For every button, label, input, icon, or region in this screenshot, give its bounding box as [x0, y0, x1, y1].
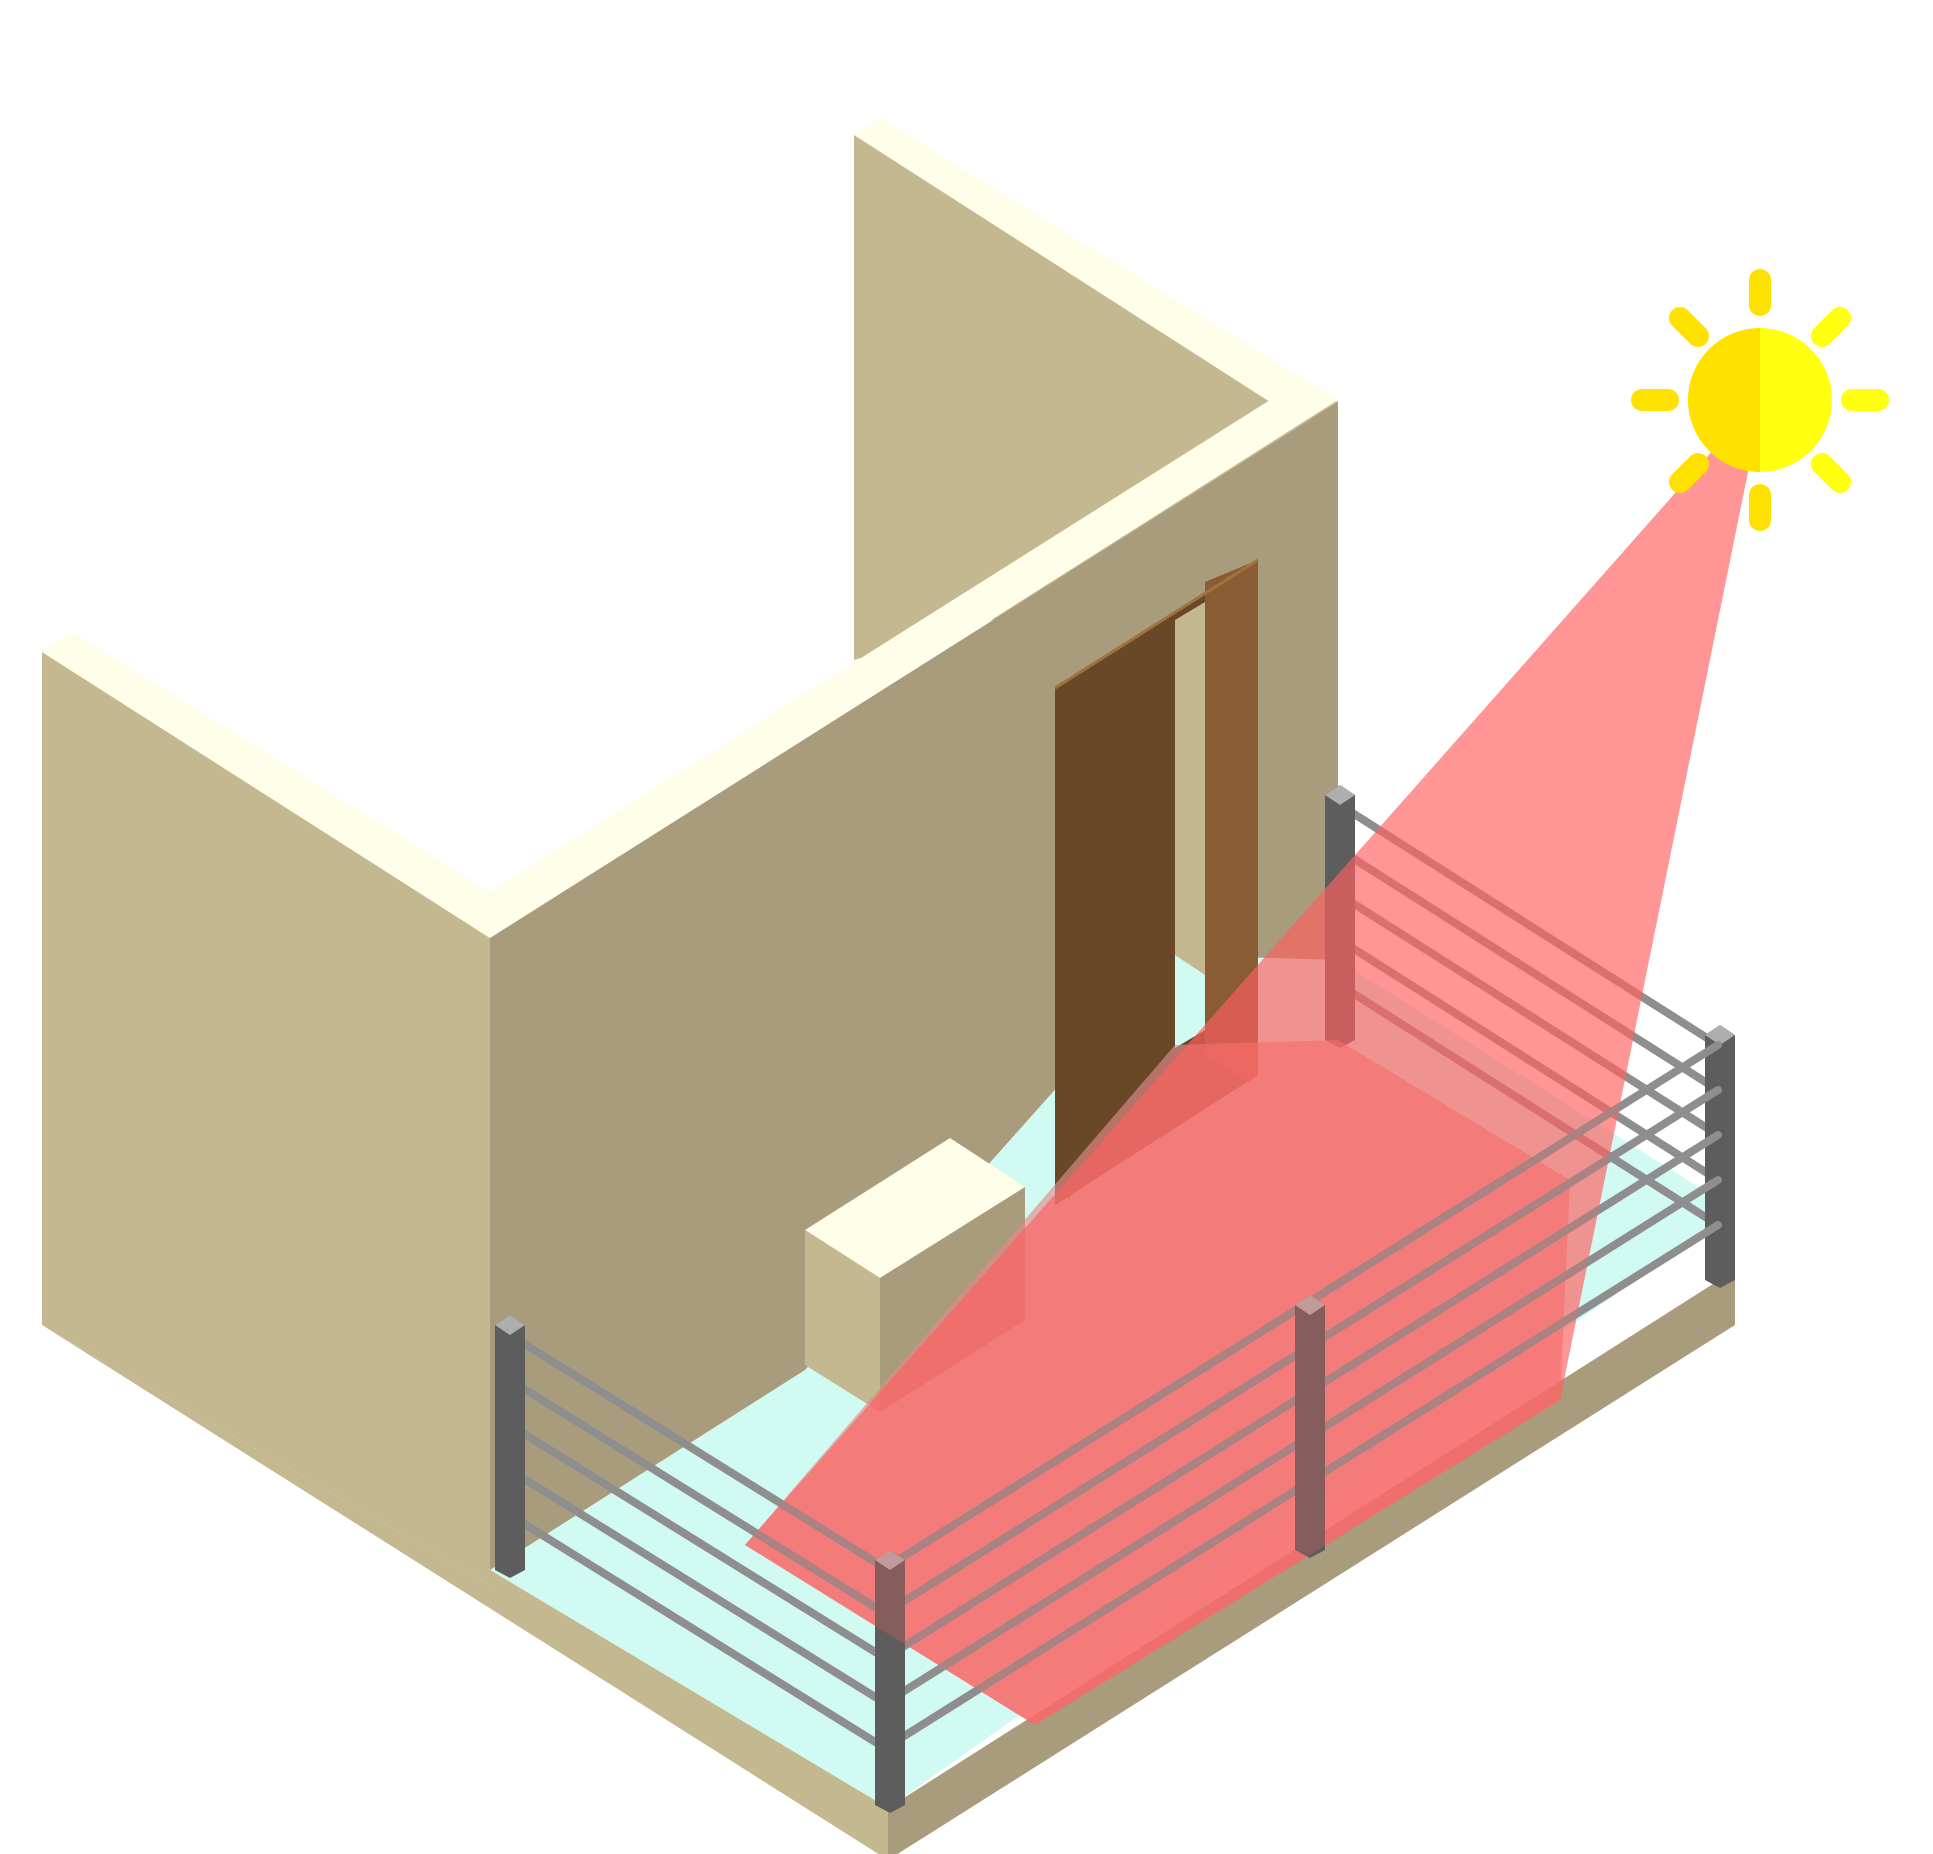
slab-side-left	[42, 1325, 888, 1854]
light-cone-overlay	[745, 448, 1750, 1725]
railing-post	[875, 1550, 905, 1813]
railing-left-rails	[506, 1331, 892, 1754]
railing-post-cap	[495, 1315, 525, 1335]
sun-rays	[1631, 269, 1889, 531]
rail	[506, 1421, 892, 1664]
sunlight-beam	[745, 448, 1750, 1725]
door-opening-floor	[1175, 955, 1205, 1048]
left-wall-face	[42, 652, 490, 1585]
sun-icon	[1631, 269, 1889, 531]
railing-post-cap	[1325, 785, 1355, 805]
sun-disc-left	[1688, 328, 1760, 472]
railing-post-cap	[875, 1550, 905, 1570]
door-leaf	[1205, 560, 1258, 1082]
rail	[506, 1331, 892, 1574]
box-left-face	[805, 1230, 880, 1412]
rail	[506, 1511, 892, 1754]
left-wall-top	[42, 632, 490, 938]
box-top	[805, 1138, 1025, 1278]
middle-wall-top	[490, 400, 1338, 938]
door-frame-edge	[1054, 558, 1259, 690]
sun-ray	[1811, 307, 1851, 347]
door-opening	[1175, 602, 1205, 1048]
sun-ray	[1811, 453, 1851, 493]
railing-post	[1295, 1295, 1325, 1558]
rail	[506, 1466, 892, 1709]
sun-ray	[1669, 307, 1709, 347]
back-wall-top	[854, 118, 1338, 402]
railing-front	[495, 1041, 1722, 1813]
sun-ray	[1669, 453, 1709, 493]
railing-post	[1705, 1025, 1735, 1288]
railing-post	[495, 1315, 525, 1578]
light-overlay	[745, 448, 1750, 1725]
rail	[506, 1376, 892, 1619]
railing-post-cap	[1295, 1295, 1325, 1315]
light-cone	[745, 448, 1750, 1725]
door-jamb-shadow	[1068, 620, 1175, 1200]
railing-post-cap	[1705, 1025, 1735, 1045]
